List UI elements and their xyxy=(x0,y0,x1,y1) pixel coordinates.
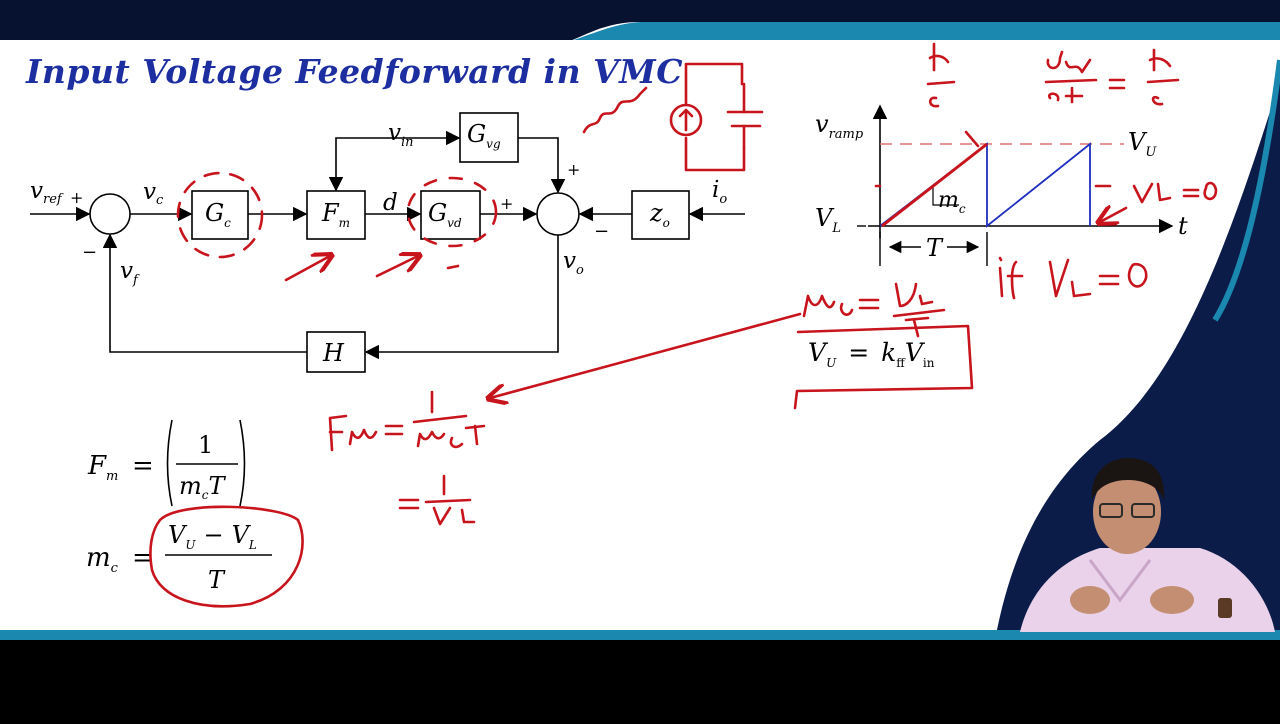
block-fm-label: Fm xyxy=(321,199,350,230)
ink-arrow-vl xyxy=(1100,208,1128,222)
signal-vf-feedback xyxy=(102,233,307,353)
presenter xyxy=(1020,458,1275,632)
ink-ramp-overlay xyxy=(881,142,988,228)
presenter-hand-left xyxy=(1070,586,1110,614)
signal-gvg-out xyxy=(518,137,566,194)
block-h-label: H xyxy=(322,339,345,367)
label-d: d xyxy=(383,190,398,216)
label-vl: VL xyxy=(815,204,841,236)
label-t: t xyxy=(1178,212,1188,240)
label-vu: VU xyxy=(1128,128,1157,160)
ink-circle-mc-equation xyxy=(149,505,304,608)
sign-minus-vf: − xyxy=(82,242,97,263)
presenter-watch xyxy=(1218,598,1232,618)
ink-current-source xyxy=(669,103,703,137)
label-slope: mc xyxy=(938,188,966,216)
block-gvd-label: Gvd xyxy=(428,199,462,230)
label-vramp: vramp xyxy=(815,110,864,142)
ink-annotations xyxy=(149,42,1218,608)
ink-ic-over-c xyxy=(926,42,956,108)
summing-junction-output xyxy=(536,192,580,236)
ink-equals-one-over-vu xyxy=(398,474,476,526)
label-vref: vref xyxy=(30,178,64,207)
label-vc: vc xyxy=(143,179,164,208)
eq-fm-numerator: 1 xyxy=(198,431,213,459)
ink-ic-over-c-right xyxy=(1146,48,1180,106)
label-vin: vin xyxy=(388,120,414,150)
ink-circle-gc xyxy=(176,171,264,259)
ink-current-arrowhead xyxy=(678,108,694,118)
presenter-collar xyxy=(1088,559,1152,603)
ink-fm-equals-one-over-mct xyxy=(328,390,486,452)
summing-junction-input xyxy=(89,193,131,235)
eq-fm-paren-left xyxy=(166,419,173,507)
presenter-hand-right xyxy=(1150,586,1194,614)
block-gvg-label: Gvg xyxy=(467,120,501,151)
eq-fm-paren-right xyxy=(239,419,246,507)
label-vf: vf xyxy=(120,258,140,288)
sign-minus-zo: − xyxy=(594,221,609,242)
block-gc-label: Gc xyxy=(205,199,231,230)
eq-fm-equals: = xyxy=(132,451,154,481)
eq-fm-denominator: mcT xyxy=(179,472,227,502)
eq-mc-lhs: mc xyxy=(86,543,119,576)
slope-triangle xyxy=(932,185,959,206)
ink-arrow-to-fm xyxy=(490,312,802,398)
block-zo-label: zo xyxy=(649,199,670,230)
sign-plus-gvd: + xyxy=(500,194,513,213)
eq-mc-denominator: T xyxy=(208,566,226,594)
eq-fm-lhs: Fm xyxy=(87,451,118,484)
equations: Fm = 1 mcT mc = VU−VL T VU=kffVin xyxy=(86,338,935,594)
block-diagram-labels: vref + − vc vf vin d + + − io vo Gc Fm G… xyxy=(30,120,727,367)
ink-box-vu xyxy=(793,324,974,410)
presenter-glasses-left xyxy=(1099,503,1123,518)
signal-vin-to-fm xyxy=(328,137,420,192)
eq-vu-kff-vin: VU=kffVin xyxy=(808,338,935,370)
ink-vl-zero-conditional xyxy=(1048,258,1148,298)
presenter-glasses-right xyxy=(1131,503,1155,518)
sign-plus-vref: + xyxy=(70,188,83,207)
ink-circle-gvd xyxy=(406,176,498,248)
eq-mc-equals: = xyxy=(132,543,154,573)
presenter-hair xyxy=(1091,458,1165,500)
right-curve xyxy=(995,80,1280,640)
ink-capacitor-circuit xyxy=(684,62,746,172)
right-curve-accent xyxy=(1212,59,1280,322)
eq-mc-numerator: VU−VL xyxy=(168,521,257,552)
ink-arrow-fm xyxy=(284,256,330,282)
bottom-band xyxy=(0,630,1280,640)
label-vo: vo xyxy=(563,248,584,278)
ink-dvr-dt xyxy=(1044,50,1098,104)
ink-vary-scribble xyxy=(582,86,648,134)
ink-arrow-gvd xyxy=(375,256,418,278)
block-diagram xyxy=(30,112,745,373)
sign-plus-gvg: + xyxy=(567,160,580,179)
ink-if xyxy=(998,256,1024,300)
ink-ramp-peak-mark xyxy=(964,130,980,148)
top-band-gap xyxy=(0,40,1280,46)
label-period: T xyxy=(926,234,944,262)
signal-vo-feedback xyxy=(364,235,559,360)
slide-title: Input Voltage Feedforward in VMC xyxy=(26,52,683,91)
ink-minus-gvd xyxy=(446,264,460,270)
bottom-bar xyxy=(0,640,1280,720)
top-band-accent xyxy=(560,22,1280,44)
ink-equals-ramp xyxy=(1108,78,1126,90)
presenter-face xyxy=(1093,470,1161,554)
ink-vl-equals-zero xyxy=(1132,181,1218,204)
label-io: io xyxy=(712,177,727,207)
ink-mc-equals-vu-over-t xyxy=(802,282,946,338)
ramp-waveform: T mc vramp VU VL t xyxy=(815,104,1188,266)
